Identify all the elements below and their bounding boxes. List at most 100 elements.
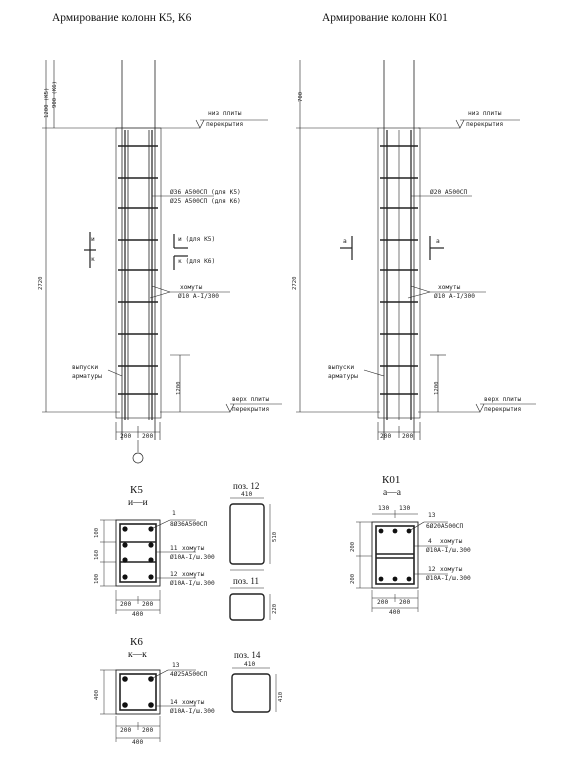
right-section-mark-right: а — [436, 238, 440, 245]
section-k01-dim-left-1: 200 — [350, 541, 356, 552]
left-rebar-note-line2: Ø25 А500СП (для К6) — [170, 198, 241, 205]
elevation-left-dimlines — [42, 60, 282, 464]
right-width-dim-2: 200 — [402, 433, 414, 440]
left-outlets-line2: арматуры — [72, 373, 102, 380]
section-k5-note3-num: 12 — [170, 571, 178, 578]
right-outlets-line2: арматуры — [328, 373, 358, 380]
position-12-dim-h: 510 — [272, 531, 278, 542]
section-k01-note3-num: 12 — [428, 566, 436, 573]
left-outlets-line1: выпуски — [72, 364, 99, 371]
section-k5-note2-text1: хомуты — [182, 545, 205, 552]
position-12-drawing — [229, 497, 271, 571]
section-k5-note1-text: 8Ø36А500СП — [170, 521, 208, 528]
section-k01-note2-text2: Ø10А-I/ш.300 — [426, 547, 471, 554]
section-k01-drawing — [356, 510, 448, 612]
section-k6-drawing — [100, 669, 196, 742]
left-slab-bottom-line2: перекрытия — [206, 121, 244, 128]
position-11-label: поз. 11 — [233, 576, 260, 586]
section-k01-dim-total: 400 — [389, 609, 401, 616]
right-outlets-line1: выпуски — [328, 364, 355, 371]
left-dim-top2: 900 (К6) — [52, 81, 58, 108]
left-section-mark-k: к (для К6) — [178, 258, 216, 265]
elevation-left-column — [115, 60, 162, 440]
left-slab-top-line2: перекрытия — [232, 406, 270, 413]
section-k01-dim-bottom-1: 200 — [377, 599, 389, 606]
elevation-left-stirrups — [118, 145, 158, 395]
section-k01-dim-top-2: 130 — [399, 505, 411, 512]
right-rebar-note: Ø20 А500СП — [430, 189, 468, 196]
section-k5-dim-left-3: 100 — [94, 573, 100, 584]
section-k5-dim-left-2: 160 — [94, 549, 100, 560]
section-k6-note2-text1: хомуты — [182, 699, 205, 706]
left-section-mark-i: и (для К5) — [178, 236, 216, 243]
left-width-dim-2: 200 — [142, 433, 154, 440]
section-k5-dim-bottom-1: 200 — [120, 601, 132, 608]
section-k01-note3-text1: хомуты — [440, 566, 463, 573]
right-slab-bottom-line1: низ плиты — [468, 110, 502, 117]
section-k6-dim-bottom-1: 200 — [120, 727, 132, 734]
left-dim-bottom: 1200 — [176, 381, 182, 395]
section-k01-note2-num: 4 — [428, 538, 432, 545]
section-k6-dim-bottom-2: 200 — [142, 727, 154, 734]
section-k6-note1-text: 4Ø25А500СП — [170, 671, 208, 678]
right-dim-mid: 2720 — [292, 276, 298, 290]
section-k6-note1-num: 13 — [172, 662, 180, 669]
left-rebar-note-line1: Ø36 А500СП (для К5) — [170, 189, 241, 196]
right-width-dim-1: 200 — [380, 433, 392, 440]
section-k01-dim-bottom-2: 200 — [399, 599, 411, 606]
section-k01-note1-text: 6Ø20А500СП — [426, 523, 464, 530]
position-14-label: поз. 14 — [234, 650, 261, 660]
position-14-dim-w: 410 — [244, 661, 256, 668]
section-k01-note1-num: 13 — [428, 512, 436, 519]
left-stirrups-line2: Ø10 А-I/300 — [178, 293, 219, 300]
right-dim-bottom: 1200 — [434, 381, 440, 395]
left-width-dim-1: 200 — [120, 433, 132, 440]
section-k5-title: К5 — [130, 484, 143, 496]
left-section-mark-left-i: и — [91, 236, 95, 243]
left-dim-top: 1200 (К5) — [44, 87, 50, 118]
right-dim-top: 700 — [298, 91, 304, 102]
section-k6-dim-left: 400 — [94, 689, 100, 700]
section-k5-note2-num: 11 — [170, 545, 178, 552]
right-stirrups-line1: хомуты — [438, 284, 461, 291]
section-k5-note2-text2: Ø10А-I/ш.300 — [170, 554, 215, 561]
right-slab-bottom-line2: перекрытия — [466, 121, 504, 128]
section-k5-note3-text2: Ø10А-I/ш.300 — [170, 580, 215, 587]
section-k01-note3-text2: Ø10А-I/ш.300 — [426, 575, 471, 582]
position-12-label: поз. 12 — [233, 481, 260, 491]
position-14-dim-h: 410 — [278, 691, 284, 702]
position-11-drawing — [229, 587, 271, 621]
left-slab-top-line1: верх плиты — [232, 396, 270, 403]
section-k6-title: К6 — [130, 636, 143, 648]
left-stirrups-line1: хомуты — [180, 284, 203, 291]
position-11-dim-h: 220 — [272, 603, 278, 614]
section-k6-dim-total: 400 — [132, 739, 144, 746]
section-k01-note2-text1: хомуты — [440, 538, 463, 545]
section-k01-cut: а—а — [383, 488, 401, 498]
section-k01-title: К01 — [382, 474, 401, 486]
title-right: Армирование колонн К01 — [322, 12, 448, 24]
section-k01-dim-top-1: 130 — [378, 505, 390, 512]
section-k5-note1-num: 1 — [172, 510, 176, 517]
position-12-dim-w: 410 — [241, 491, 253, 498]
right-slab-top-line2: перекрытия — [484, 406, 522, 413]
section-k5-dim-left-1: 100 — [94, 527, 100, 538]
right-section-mark-left: а — [343, 238, 347, 245]
left-dim-mid: 2720 — [38, 276, 44, 290]
section-k5-drawing — [100, 519, 196, 614]
elevation-right-dimlines — [296, 60, 536, 440]
right-stirrups-line2: Ø10 А-I/300 — [434, 293, 475, 300]
title-left: Армирование колонн К5, К6 — [52, 12, 192, 24]
right-slab-top-line1: верх плиты — [484, 396, 522, 403]
section-k5-cut: и—и — [128, 498, 148, 508]
elevation-right-column — [377, 60, 421, 440]
elevation-right-stirrups — [380, 145, 418, 395]
section-k5-dim-total: 400 — [132, 611, 144, 618]
section-k01-dim-left-2: 200 — [350, 573, 356, 584]
section-k6-note2-text2: Ø10А-I/ш.300 — [170, 708, 215, 715]
section-k6-cut: к—к — [128, 650, 147, 660]
section-k5-note3-text1: хомуты — [182, 571, 205, 578]
left-slab-bottom-line1: низ плиты — [208, 110, 242, 117]
left-section-mark-left-k: к — [91, 256, 95, 263]
